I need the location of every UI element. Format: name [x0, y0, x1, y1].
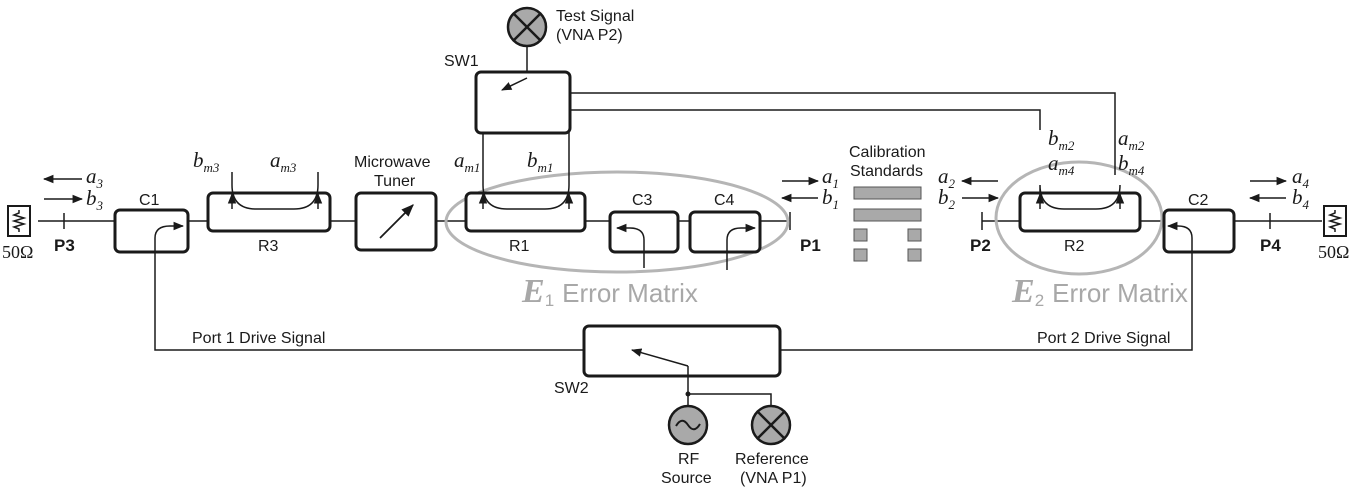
switch-sw1 — [474, 70, 572, 135]
wave-b4: b4 — [1292, 185, 1310, 212]
c4-label: C4 — [714, 192, 735, 209]
load-right — [1323, 205, 1347, 237]
wave-b1: b1 — [822, 185, 839, 212]
wave-bm4: bm4 — [1118, 151, 1145, 178]
wave-bm3: bm3 — [193, 148, 220, 175]
port1-drive-line — [154, 252, 584, 351]
tuner-label-2: Tuner — [374, 173, 416, 190]
wave-a3: a3 — [86, 164, 104, 191]
reflectometer-r3 — [206, 172, 332, 233]
reflectometer-r1 — [464, 110, 587, 233]
r2-label: R2 — [1064, 238, 1085, 255]
wave-am3: am3 — [270, 148, 297, 175]
reference-detector — [750, 404, 792, 446]
switch-sw2 — [582, 324, 782, 378]
wave-a4: a4 — [1292, 164, 1310, 191]
wave-b2: b2 — [938, 185, 956, 212]
rf-source-label-1: RF — [678, 451, 700, 468]
load-right-label: 50Ω — [1318, 242, 1349, 262]
wave-bm2: bm2 — [1048, 126, 1075, 153]
p1-label: P1 — [800, 236, 821, 255]
coupler-c1 — [113, 208, 190, 254]
p2-label: P2 — [970, 236, 991, 255]
wave-b3: b3 — [86, 186, 104, 213]
wave-a2: a2 — [938, 164, 956, 191]
c3-label: C3 — [632, 192, 653, 209]
sw2-label: SW2 — [554, 380, 589, 397]
test-signal-label-1: Test Signal — [556, 8, 634, 25]
microwave-tuner — [354, 191, 438, 252]
c2-label: C2 — [1188, 192, 1209, 209]
reference-label-2: (VNA P1) — [740, 470, 807, 487]
test-signal-detector — [506, 6, 548, 48]
coupler-c4 — [688, 210, 762, 270]
r1-label: R1 — [509, 238, 530, 255]
cal-label-1: Calibration — [849, 144, 925, 161]
c1-label: C1 — [139, 192, 160, 209]
load-left-label: 50Ω — [2, 242, 33, 262]
port1-drive-label: Port 1 Drive Signal — [192, 330, 325, 347]
sw1-to-r2-am2 — [570, 92, 1116, 175]
sw1-label: SW1 — [444, 53, 479, 70]
e2-error-box — [994, 160, 1164, 276]
coupler-c2 — [1162, 208, 1236, 254]
wave-am2: am2 — [1118, 126, 1145, 153]
p4-label: P4 — [1260, 236, 1281, 255]
rf-source-label-2: Source — [661, 470, 712, 487]
sw1-to-r2-bm2 — [570, 109, 1041, 130]
cal-std-1 — [853, 228, 868, 242]
port2-drive-line — [780, 252, 1193, 351]
cal-std-thru-1 — [853, 186, 922, 200]
test-signal-label-2: (VNA P2) — [556, 27, 623, 44]
tuner-label-1: Microwave — [354, 154, 431, 171]
port2-drive-label: Port 2 Drive Signal — [1037, 330, 1170, 347]
cal-std-thru-2 — [853, 208, 922, 222]
p3-label: P3 — [54, 236, 75, 255]
calibration-standards — [853, 186, 922, 262]
reflectometer-r2 — [1018, 184, 1142, 233]
cal-label-2: Standards — [850, 163, 923, 180]
load-left — [7, 205, 31, 237]
wave-am4: am4 — [1048, 151, 1075, 178]
rf-source-icon — [667, 404, 709, 446]
wave-bm1: bm1 — [527, 148, 553, 175]
cal-std-4 — [907, 248, 922, 262]
coupler-c3 — [608, 210, 680, 268]
cal-std-3 — [853, 248, 868, 262]
r3-label: R3 — [258, 238, 279, 255]
cal-std-2 — [907, 228, 922, 242]
wave-a1: a1 — [822, 164, 839, 191]
e1-error-box — [444, 170, 790, 274]
wave-am1: am1 — [454, 148, 480, 175]
reference-label-1: Reference — [735, 451, 809, 468]
